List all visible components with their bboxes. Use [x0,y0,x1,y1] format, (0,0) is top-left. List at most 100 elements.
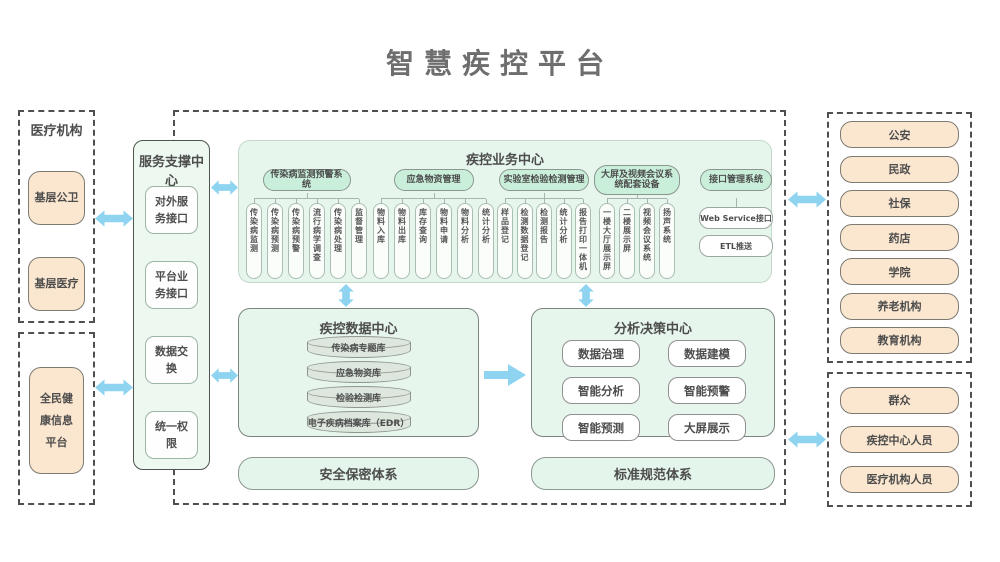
org-node: 民政 [840,155,959,183]
function-box-label: 库存查询 [418,208,428,244]
platform-to-users-double-arrow [788,431,826,448]
function-box-label: 传染病监测 [249,208,259,253]
function-box-label: 传染病预测 [270,208,280,253]
decision-module-label: 智能预警 [684,383,730,398]
org-node: 养老机构 [840,292,959,320]
cdc-business-center: 疾控业务中心 传染病监测预警系统 传染病监测传染病预测传染病预警流行病学调查传染… [238,140,773,283]
org-node-label: 养老机构 [877,300,922,313]
support-module: 对外服务接口 [145,186,198,234]
platform-node: 全民健康信息平台 [29,367,84,474]
function-box: 传染病预警 [288,199,304,279]
group-pill: 应急物资管理 [393,169,474,191]
external-orgs-list: 公安民政社保药店学院养老机构教育机构 [829,114,970,361]
database-cylinder-label: 传染病专题库 [331,343,386,354]
function-box: 检测数据登记 [516,199,533,279]
decision-module-label: 智能预测 [578,420,624,435]
group-pill: 传染病监测预警系统 [262,169,351,191]
org-node-label: 药店 [888,231,911,245]
medical-orgs-list: 基层公卫基层医疗 [20,139,93,311]
cdc-business-center-title: 疾控业务中心 [465,153,544,168]
function-box: 样品登记 [497,199,513,279]
function-box-label: 监督管理 [354,208,364,244]
database-cylinder: 传染病专题库 [306,336,411,358]
user-groups: 群众疾控中心人员医疗机构人员 [827,372,972,507]
group-items: 传染病监测传染病预测传染病预警流行病学调查传染病处理监督管理 [246,193,367,279]
function-box: 物料出库 [394,199,410,279]
support-module-label: 平台业务接口 [155,270,188,300]
group-lab-testing: 实验室检验检测管理 样品登记检测数据登记检测报告统计分析报告打印一体机 [497,169,591,279]
org-node: 药店 [840,224,959,251]
org-node: 学院 [840,258,959,286]
decision-module-label: 数据建模 [684,346,730,361]
security-system-bar: 安全保密体系 [238,457,479,490]
function-box: 物料分析 [457,199,473,279]
support-module-label: 数据交换 [155,345,188,375]
analysis-decision-center-title: 分析决策中心 [613,322,692,337]
user-node: 疾控中心人员 [840,426,959,453]
function-box: 传染病处理 [330,199,346,279]
function-box-label: 传染病处理 [333,208,343,253]
healthplatform-to-support-double-arrow [95,379,133,396]
user-node-label: 医疗机构人员 [866,473,933,486]
medical-orgs-title: 医疗机构 [30,124,83,139]
interface-box-label: ETL推送 [719,241,753,251]
standard-system-label: 标准规范体系 [613,468,692,483]
function-box: 统计分析 [555,199,572,279]
group-pill: 实验室检验检测管理 [499,169,589,191]
function-box: 监督管理 [351,199,367,279]
interface-box: ETL推送 [699,235,773,257]
analysis-decision-center: 分析决策中心 数据治理 数据建模智能分析 智能预警智能预测 大屏展示 [531,308,775,441]
function-box: 库存查询 [415,199,431,279]
org-node-label: 公安 [888,128,911,142]
group-items: 物料入库物料出库库存查询物料申请物料分析统计分析 [373,193,494,279]
decision-modules: 数据治理 数据建模智能分析 智能预警智能预测 大屏展示 [562,340,746,441]
support-module: 数据交换 [145,336,198,384]
decision-module: 智能分析 [562,377,640,404]
group-items: Web Service接口 ETL推送 [699,198,773,257]
function-box-label: 检测报告 [539,208,549,244]
org-node-label: 民政 [888,163,911,176]
group-pill: 接口管理系统 [700,169,772,191]
org-node: 基层医疗 [28,257,85,311]
group-items: 一楼大厅展示屏二楼展示屏视频会议系统扬声系统 [599,193,675,279]
support-to-business-double-arrow [211,180,238,195]
function-box-label: 扬声系统 [662,208,672,244]
business-to-datacenter-double-arrow [338,284,354,307]
support-module: 统一权限 [145,411,198,459]
org-node: 社保 [840,189,959,217]
interface-box: Web Service接口 [699,207,773,229]
function-box-label: 物料分析 [460,208,470,244]
function-box: 报告打印一体机 [575,199,591,279]
database-list: 传染病专题库应急物资库检验检测库电子疾病档案库（EDR） [239,333,478,433]
function-box-label: 样品登记 [500,208,510,244]
external-orgs-group: 公安民政社保药店学院养老机构教育机构 [827,112,972,363]
function-box: 一楼大厅展示屏 [599,199,615,279]
function-box-label: 统计分析 [481,208,491,244]
health-info-platform-list: 全民健康信息平台 [20,334,93,474]
function-box: 统计分析 [478,199,494,279]
group-emergency-supplies: 应急物资管理 物料入库物料出库库存查询物料申请物料分析统计分析 [373,169,494,279]
decision-module-label: 数据治理 [578,346,624,361]
org-node: 教育机构 [840,326,959,354]
decision-module-label: 智能分析 [578,383,624,398]
function-box: 物料申请 [436,199,452,279]
function-box-label: 传染病预警 [291,208,301,253]
org-node-label: 基层公卫 [34,191,79,204]
security-system-label: 安全保密体系 [319,468,398,483]
service-support-center: 服务支撑中心 对外服务接口平台业务接口数据交换统一权限 [133,140,210,470]
business-to-decision-double-arrow [578,284,594,307]
database-cylinder-label: 检验检测库 [335,393,381,404]
org-node: 基层公卫 [28,171,85,225]
function-box: 检测报告 [536,199,552,279]
support-to-datacenter-double-arrow [211,368,238,383]
user-node-label: 群众 [888,394,911,407]
decision-module: 大屏展示 [668,414,746,441]
page-title: 智慧疾控平台 [385,47,614,80]
standard-system-bar: 标准规范体系 [531,457,775,490]
group-screen-video-conference: 大屏及视频会议系统配套设备 一楼大厅展示屏二楼展示屏视频会议系统扬声系统 [594,165,680,279]
org-node-label: 基层医疗 [34,277,79,290]
decision-module: 智能预测 [562,414,640,441]
cdc-data-center: 疾控数据中心 传染病专题库应急物资库检验检测库电子疾病档案库（EDR） [238,308,479,437]
support-module: 平台业务接口 [145,261,198,309]
